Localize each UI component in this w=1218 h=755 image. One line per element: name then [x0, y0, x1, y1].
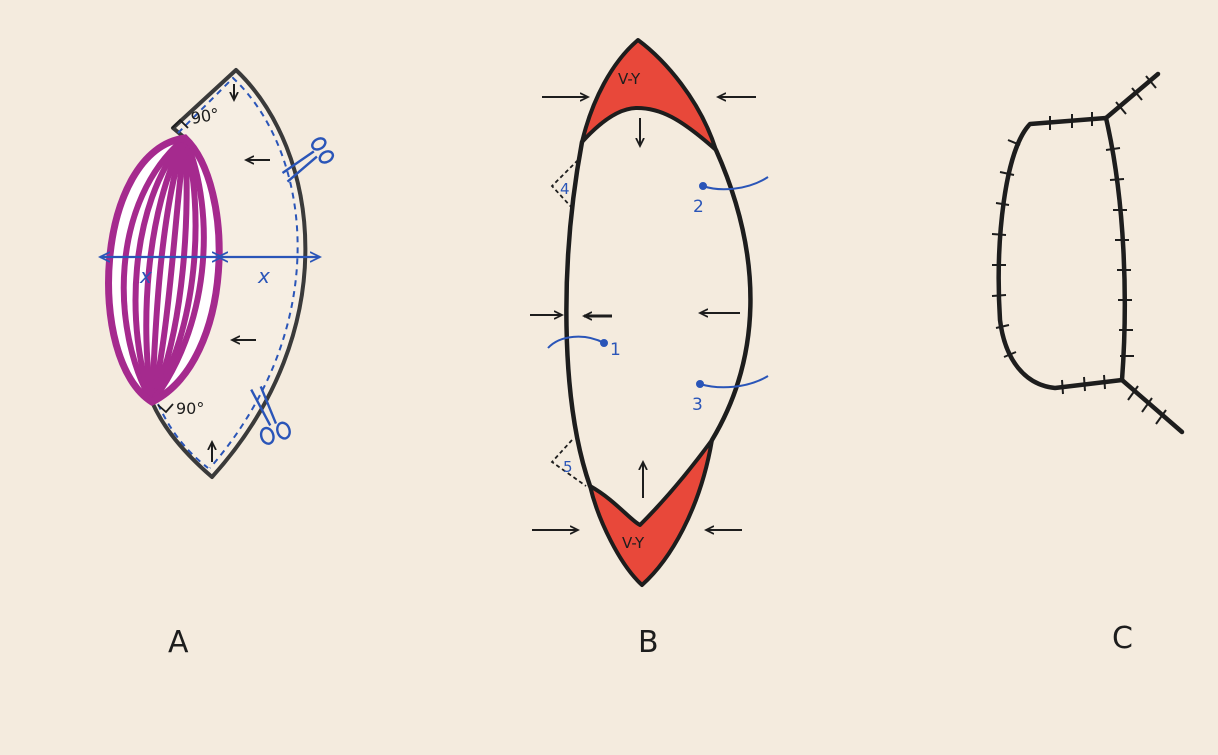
- panel-b: V-Y V-Y 4 5 1 2 3 B: [530, 38, 769, 660]
- scissors-icon: [281, 137, 335, 183]
- dog-ear-5: [550, 439, 587, 487]
- panel-label-a: A: [168, 625, 189, 660]
- closed-wound-outline: [996, 115, 1128, 391]
- dog-ear-4: [550, 159, 579, 211]
- panel-label-c: C: [1112, 621, 1133, 656]
- right-angle-marker-top: [171, 118, 189, 129]
- suture-3: [696, 375, 769, 389]
- excision-lens: [105, 134, 223, 407]
- dog-ear-label-4: 4: [560, 180, 570, 198]
- dog-ear-label-5: 5: [563, 458, 573, 476]
- vy-label-top: V-Y: [618, 70, 641, 88]
- panel-a: 90° 90° x x A: [100, 68, 335, 660]
- incision-dashed-line: [177, 76, 299, 469]
- vy-flap-top: [580, 38, 718, 152]
- suture-label-1: 1: [610, 340, 621, 360]
- panel-label-b: B: [638, 625, 659, 660]
- suture-ticks: [991, 75, 1167, 425]
- width-label-left: x: [139, 264, 152, 288]
- suture-label-2: 2: [693, 197, 704, 217]
- width-label-right: x: [257, 264, 270, 288]
- vy-flap-bottom: [588, 438, 714, 587]
- right-angle-marker-bottom: [157, 403, 174, 414]
- angle-label-bottom: 90°: [176, 399, 204, 418]
- angle-label-top: 90°: [189, 104, 220, 128]
- wound-outline: [564, 139, 753, 489]
- suture-label-3: 3: [692, 395, 703, 415]
- suture-2: [699, 176, 769, 191]
- scissors-icon: [250, 386, 291, 445]
- closure-tail-bottom: [1119, 377, 1185, 435]
- suture-1: [547, 335, 608, 349]
- panel-c: C: [991, 71, 1185, 656]
- vy-label-bottom: V-Y: [622, 534, 645, 552]
